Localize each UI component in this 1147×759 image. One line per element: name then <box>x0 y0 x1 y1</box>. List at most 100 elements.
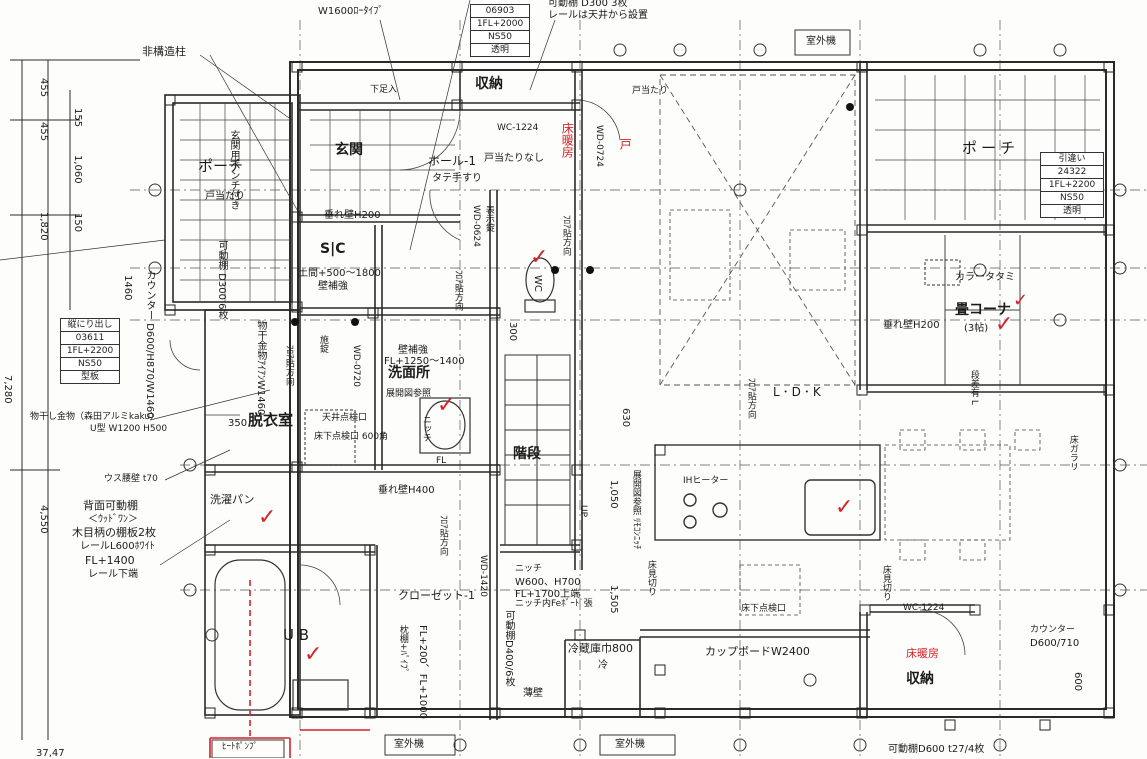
note-wd0624: WD-0624 <box>470 205 481 247</box>
window-spec-top: 06903 1FL+2000 NS50 透明 <box>470 4 530 57</box>
porch-left-label: ポーチ <box>198 157 244 175</box>
red-annotation-floor-heating: 床暖房 <box>560 122 575 158</box>
dim-150: 150 <box>72 213 83 233</box>
back-shelf-1: 背面可動棚 <box>83 499 138 512</box>
note-flooring-dir-5: ﾌﾛｱ貼方向 <box>745 378 756 419</box>
note-flooring-dir-2: ﾌﾛｱ貼方向 <box>560 215 571 256</box>
note-lock: 施錠 <box>317 335 328 353</box>
room-dressing: 脱衣室 <box>248 411 294 429</box>
heat-pump-label: ﾋｰﾄﾎﾟﾝﾌﾟ <box>222 742 259 752</box>
note-floor-gallery: 床ガラリ <box>1067 435 1078 471</box>
check-mark-kitchen: ✓ <box>835 495 854 520</box>
dim-630: 630 <box>620 408 631 428</box>
hanger-note: 物干し金物（森田アルミkaku） <box>30 412 160 422</box>
dim-1460: 1460 <box>122 275 133 301</box>
note-flooring-dir-1: ﾌﾛｱ貼方向 <box>452 270 463 311</box>
note-floor-cabinet-2: 床見切り <box>880 565 891 601</box>
note-niche-spec-4: ニッチ内Feﾎﾞｰﾄﾞ張 <box>515 599 593 609</box>
dim-350: 350 <box>228 418 248 429</box>
box-note: W1600ﾛｰﾀｲﾌﾟ <box>318 6 384 17</box>
dim-1060: 1,060 <box>72 155 83 184</box>
note-dev-ref: 展開図参照 <box>386 389 432 399</box>
note-hanging-wall-h200: 垂れ壁H200 <box>324 210 381 221</box>
window-spec-left: 縦にり出し 03611 1FL+2200 NS50 型板 <box>60 318 120 384</box>
note-hanging-wall-h200-b: 垂れ壁H200 <box>883 320 940 331</box>
note-door-stop-none: 戸当たりなし <box>484 153 544 164</box>
note-niche: ニッチ <box>420 415 431 442</box>
back-shelf-2: ＜ｳｯﾄﾞﾜﾝ＞ <box>88 514 138 525</box>
note-niche-spec-1: ニッチ <box>515 564 543 574</box>
room-storage-bottom: 収納 <box>906 671 934 687</box>
movable-shelf-vertical: 可動棚 D300 6枚 <box>216 240 227 320</box>
room-sic: S|C <box>320 241 346 257</box>
room-tatami-size: (3帖) <box>964 323 989 334</box>
note-wd0624-face: 表示錠 <box>483 205 494 232</box>
room-washroom: 洗面所 <box>388 365 430 381</box>
dim-455b: 455 <box>38 122 49 142</box>
note-wall-reinforce-2: 壁補強 <box>398 345 428 356</box>
note-movable-shelf-d400: 可動棚D400/6枚 <box>503 610 514 687</box>
wc-label: WC <box>532 275 543 292</box>
red-annotation-door: 戸 <box>618 138 633 150</box>
note-up: UP <box>577 505 588 518</box>
note-wc1224-top: WC-1224 <box>497 123 539 133</box>
note-thin-wall: 薄壁 <box>523 688 543 699</box>
note-pole-hanger: 枕棚+ﾊﾟｲﾌﾟ <box>397 625 408 674</box>
room-hall: ホール-1 <box>428 154 476 168</box>
note-wd0724: WD-0724 <box>593 125 604 167</box>
back-shelf-5: FL+1400 <box>85 554 135 567</box>
note-ih-heater: IHヒーター <box>683 476 729 486</box>
note-niche-spec-2: W600、H700 <box>515 577 581 588</box>
note-movable-shelf-bottom: 可動棚D600 t27/4枚 <box>888 744 985 755</box>
dim-4550: 4,550 <box>38 505 49 534</box>
wainscot-label: ウス腰壁 t70 <box>104 474 158 484</box>
note-flooring-dir-4: ﾌﾛｱ貼方向 <box>437 515 448 556</box>
note-fl-1250: FL+1250～1400 <box>384 356 465 367</box>
room-tatami-corner: 畳コーナ <box>955 302 1011 318</box>
door-stop-left: 戸当たり <box>205 191 245 202</box>
sliding-window-spec: 引違い 24322 1FL+2200 NS50 透明 <box>1040 152 1104 218</box>
dim-1820: 1,820 <box>38 212 49 241</box>
note-cupboard: カップボードW2400 <box>705 645 810 658</box>
check-mark-washroom: ✓ <box>437 393 456 418</box>
note-niche-spec-3: FL+1700上端 <box>515 589 581 600</box>
note-dev-ref-range: 展開図参照 ﾘﾓｺﾝﾆｯﾁ <box>630 470 641 550</box>
rail-note-1: 可動棚 D300 3枚 <box>548 0 628 9</box>
note-handrail: タテ手すり <box>432 173 482 184</box>
note-under-floor-600: 床下点検口 600角 <box>314 432 389 442</box>
outdoor-unit-top: 室外機 <box>806 36 836 47</box>
check-mark-tatami-2: ✓ <box>1013 290 1029 311</box>
check-mark-laundry: ✓ <box>258 505 277 530</box>
note-fl: FL <box>436 456 447 466</box>
note-wd0720: WD-0720 <box>350 345 361 387</box>
room-porch-right: ポーチ <box>962 139 1020 157</box>
red-annotation-storage: 床暖房 <box>906 647 939 660</box>
room-genkan: 玄関 <box>335 142 363 158</box>
room-ub: U B <box>283 626 310 644</box>
note-fl-200: FL+200、FL+1000 <box>417 625 428 719</box>
room-stairs: 階段 <box>513 446 541 462</box>
back-shelf-6: レール下端 <box>88 569 138 580</box>
note-door-stop-top: 戸当たり <box>632 86 669 96</box>
note-ceiling-inspect: 天井点検口 <box>322 413 368 423</box>
dim-1050: 1,050 <box>608 480 619 509</box>
dim-7280: 7,280 <box>2 375 13 404</box>
hanger-vertical: 物干金物ｱｲｱﾝW1460 <box>255 320 266 416</box>
check-mark-wc: ✓ <box>530 245 549 270</box>
check-mark-tatami: ✓ <box>995 312 1014 337</box>
laundry-pan-label: 洗濯パン <box>210 493 255 506</box>
note-flooring-dir-3: ﾌﾛｱ貼方向 <box>283 345 294 386</box>
note-wc1224-bottom: WC-1224 <box>903 603 945 613</box>
hanger-spec: U型 W1200 H500 <box>90 424 168 434</box>
counter-vertical: カウンター D600/H870/W1460 <box>144 270 155 419</box>
entrance-bench-label: 玄関用ベンチ付き <box>228 130 239 210</box>
note-under-floor-inspect: 床下点検口 <box>741 604 787 614</box>
bottom-dimension: 37,47 <box>36 748 65 759</box>
note-floor-cabinet: 床見切り <box>645 560 656 596</box>
color-tatami-label: カラータタミ <box>955 272 1015 283</box>
room-ldk: L･D･K <box>773 385 824 399</box>
outdoor-unit-b2: 室外機 <box>615 739 645 750</box>
room-storage-top: 収納 <box>475 76 503 92</box>
check-mark-ub: ✓ <box>304 642 323 667</box>
